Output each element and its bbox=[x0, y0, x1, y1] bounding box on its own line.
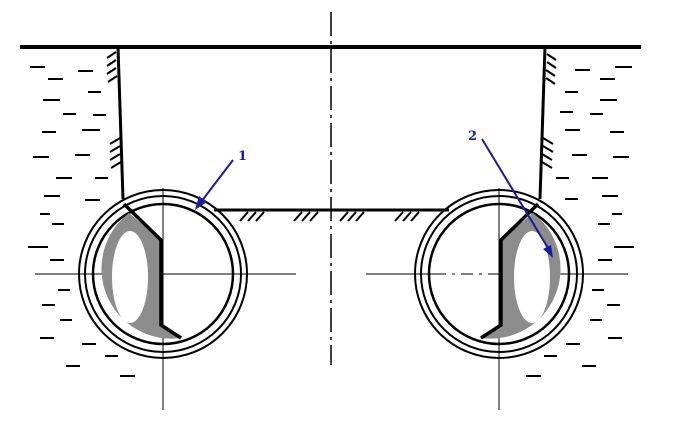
left-tunnel-inner-ring bbox=[91, 202, 235, 346]
right-tunnel bbox=[366, 188, 628, 410]
right-excavation-wall bbox=[538, 46, 547, 200]
right-tunnel-partition bbox=[480, 202, 540, 340]
left-tunnel-partition bbox=[122, 202, 182, 340]
right-tunnel-outer-ring bbox=[414, 189, 584, 359]
right-wall-hatching bbox=[541, 53, 557, 169]
left-soil-dashes bbox=[28, 66, 135, 377]
left-tunnel-opening bbox=[112, 231, 148, 323]
left-wall-hatching bbox=[106, 51, 122, 169]
right-tunnel-opening bbox=[514, 231, 550, 323]
callout-1-arrowhead bbox=[195, 196, 207, 210]
left-excavation-wall bbox=[116, 46, 125, 200]
right-tunnel-inner-ring bbox=[427, 202, 571, 346]
callout-2-arrowhead bbox=[543, 245, 553, 258]
left-tunnel-middle-ring bbox=[84, 195, 242, 353]
callout-1-label: 1 bbox=[238, 149, 247, 164]
callout-1: 1 bbox=[195, 149, 247, 210]
callout-2-leader bbox=[481, 138, 549, 249]
callout-1-leader bbox=[200, 159, 234, 203]
left-tunnel-outer-ring bbox=[78, 189, 248, 359]
callout-2: 2 bbox=[468, 129, 553, 258]
right-tunnel-middle-ring bbox=[420, 195, 578, 353]
callout-2-label: 2 bbox=[468, 129, 477, 144]
right-soil-dashes bbox=[526, 66, 634, 377]
left-tunnel bbox=[35, 188, 296, 410]
bottom-hatching bbox=[239, 211, 420, 222]
